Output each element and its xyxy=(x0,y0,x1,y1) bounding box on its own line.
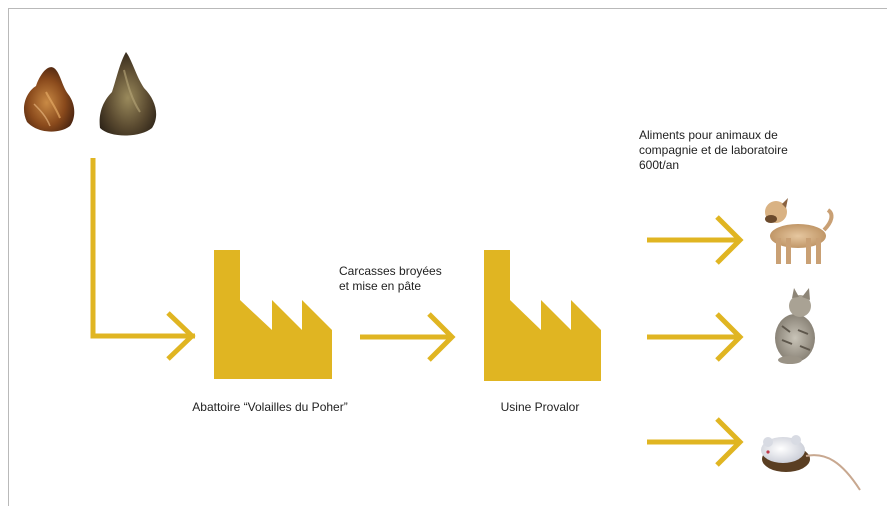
label-aliments-line-3: 600t/an xyxy=(639,158,680,172)
arrow-right-icon xyxy=(647,417,744,467)
label-usine: Usine Provalor xyxy=(500,400,580,414)
chicken-carcass-left xyxy=(23,67,75,132)
label-carcasses-line-1: Carcasses broyées xyxy=(339,264,442,278)
arrow-right-icon xyxy=(360,312,456,362)
label-carcasses-line-2: et mise en pâte xyxy=(339,279,422,293)
factory-icon-usine xyxy=(484,250,601,381)
label-aliments: Aliments pour animaux de compagnie et de… xyxy=(639,128,839,173)
connector-line xyxy=(90,158,195,339)
poultry-carcass-photos xyxy=(23,52,157,136)
arrow-right-icon xyxy=(166,311,196,361)
chicken-carcass-right xyxy=(99,52,157,136)
label-aliments-line-1: Aliments pour animaux de xyxy=(639,128,778,142)
cat-photo xyxy=(775,288,815,364)
frame-left-border xyxy=(8,8,9,506)
label-abattoir: Abattoire “Volailles du Poher” xyxy=(192,400,348,414)
label-aliments-line-2: compagnie et de laboratoire xyxy=(639,143,788,157)
frame-top-border xyxy=(8,8,887,9)
factory-icon-abattoir xyxy=(214,250,332,379)
arrow-right-icon xyxy=(647,312,744,362)
label-carcasses: Carcasses broyées et mise en pâte xyxy=(339,264,469,294)
dog-photo xyxy=(765,198,834,264)
arrow-right-icon xyxy=(647,215,744,265)
mouse-photo xyxy=(761,435,861,491)
